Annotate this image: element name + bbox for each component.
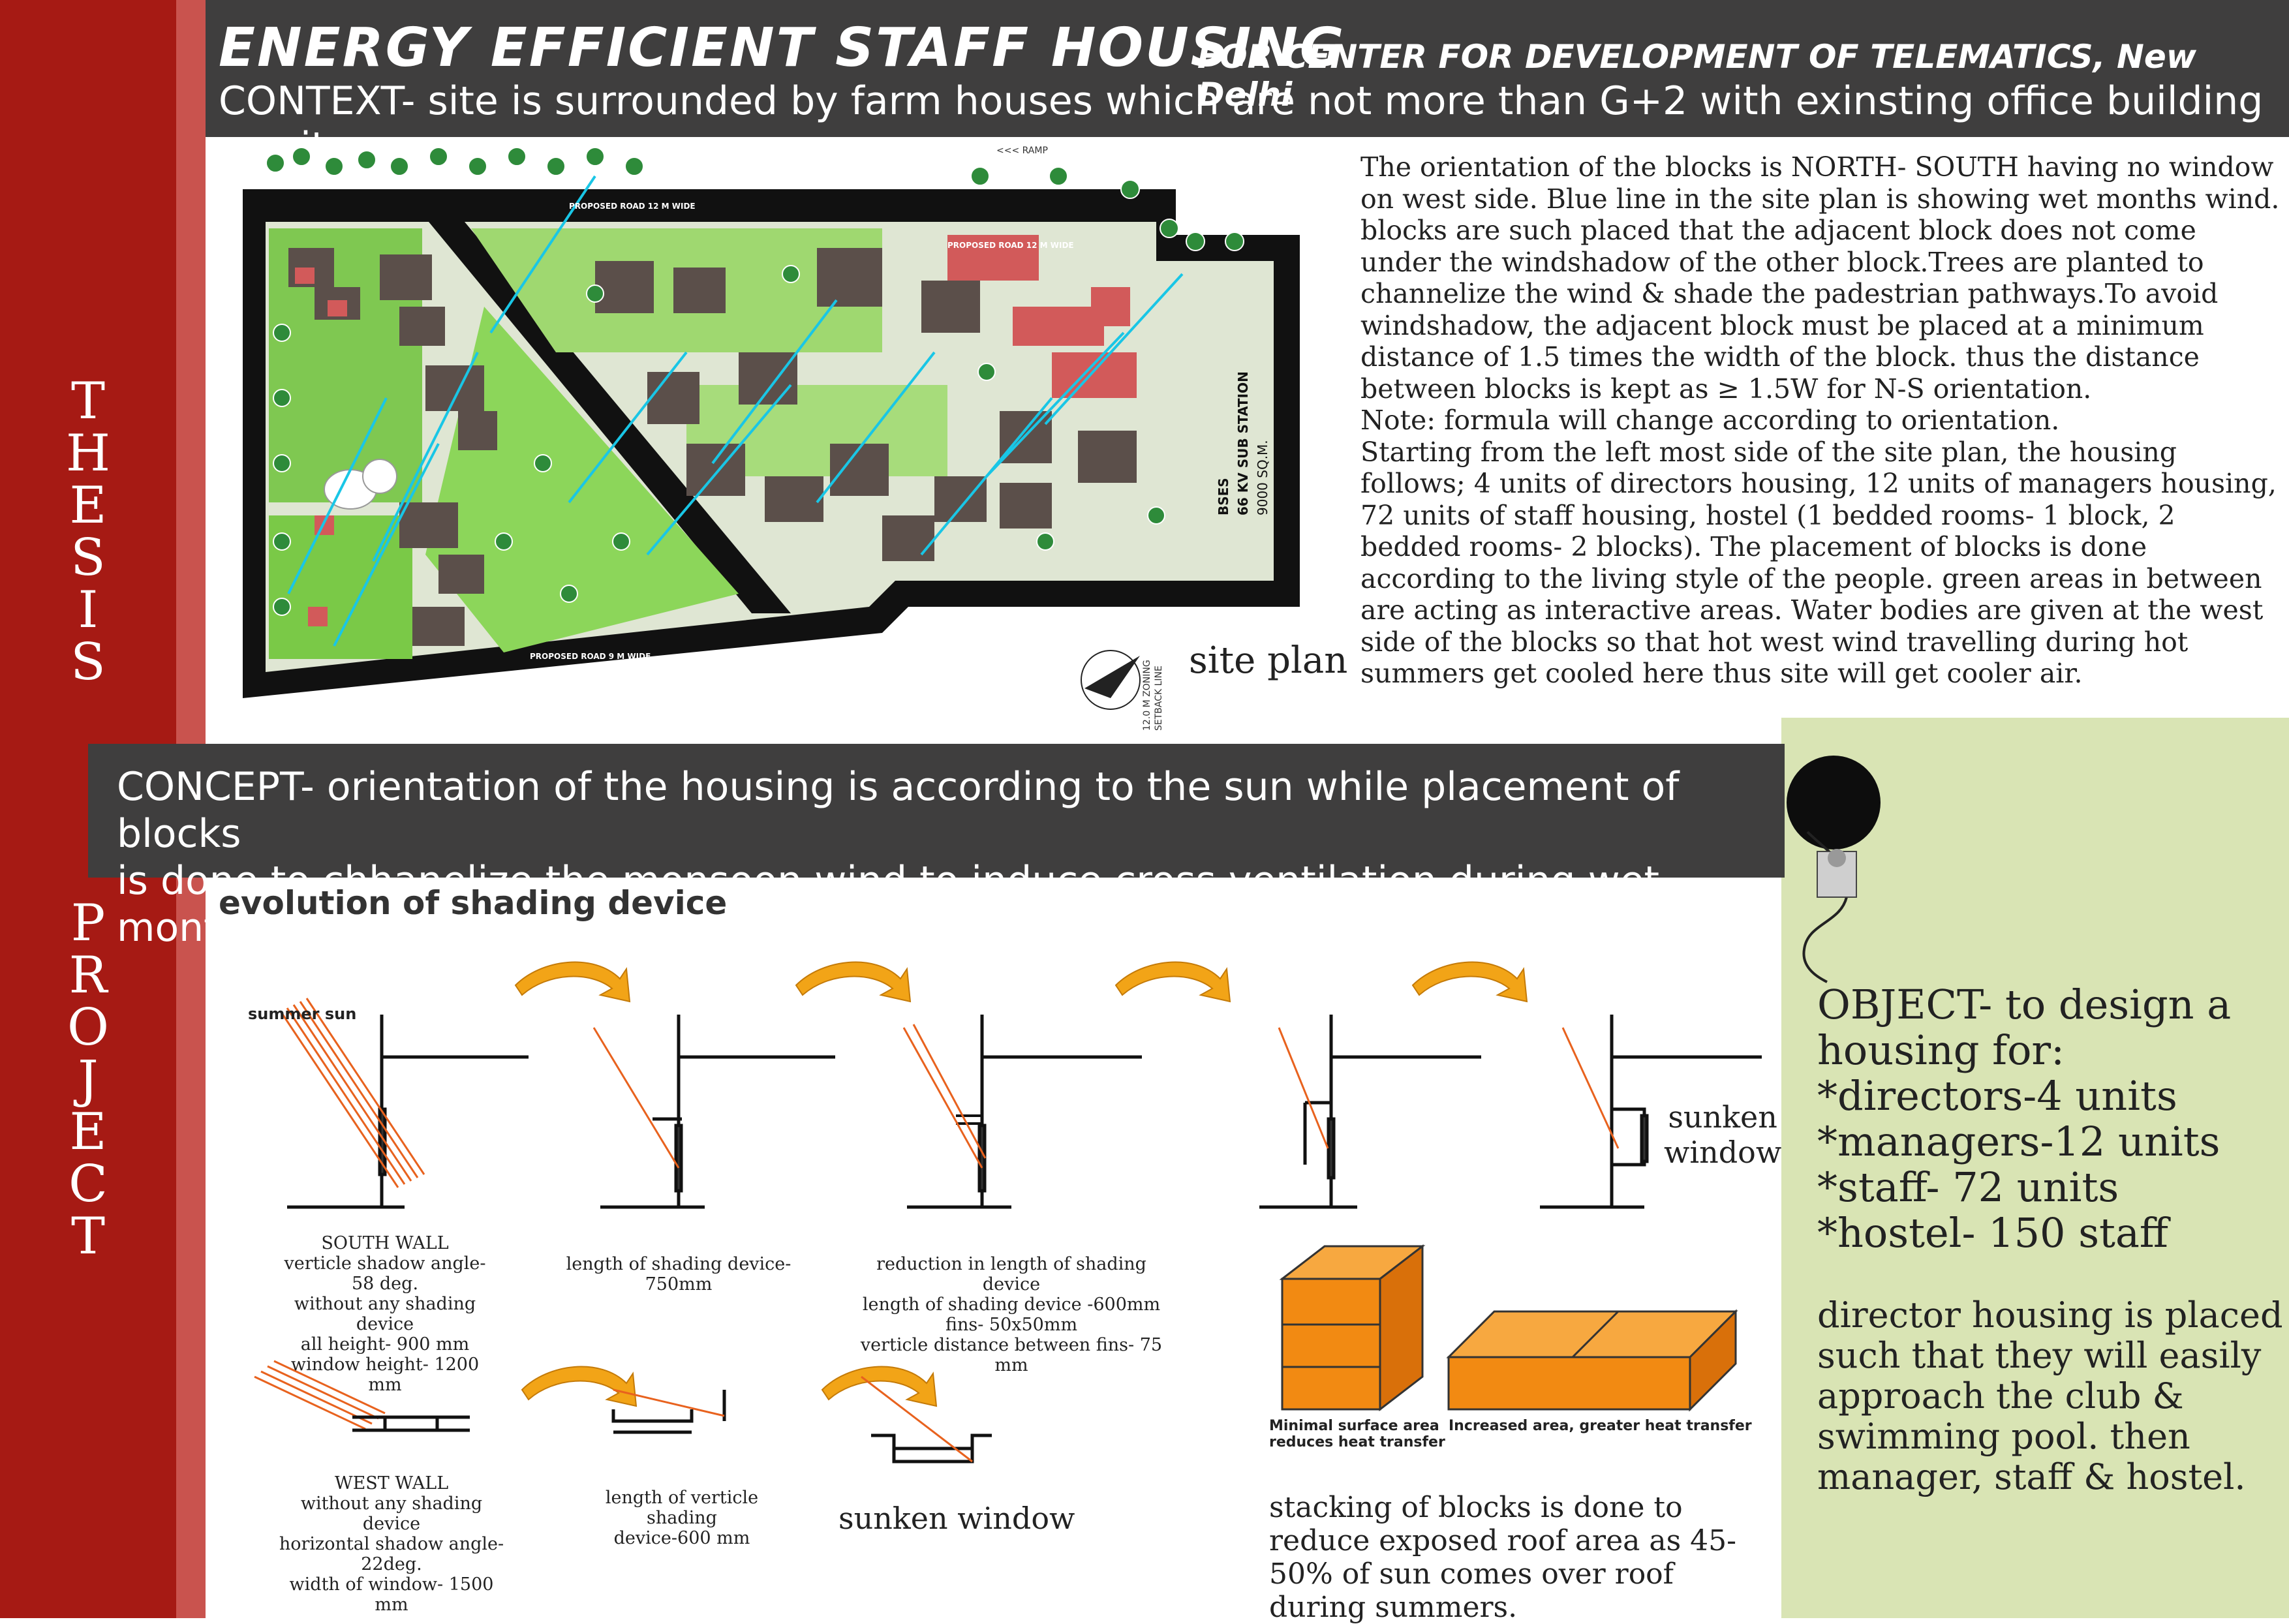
caption-step-3-line: fins- 50x50mm [945,1315,1078,1335]
object-panel [1781,718,2289,1618]
box-label-minimal-line-2: reduces heat transfer [1269,1434,1445,1450]
stacking-note: stacking of blocks is done to reduce exp… [1269,1491,1736,1624]
caption-west-wall: WEST WALL without any shading device hor… [274,1473,509,1615]
ramp-label: <<< RAMP [996,146,1048,156]
caption-south-wall-line: SOUTH WALL [321,1233,449,1253]
caption-south-wall: SOUTH WALL verticle shadow angle-58 deg.… [281,1233,489,1395]
object-line: *hostel- 150 staff [1817,1209,2168,1257]
director-note: director housing is placed such that the… [1817,1295,2283,1497]
caption-south-wall-line: all height- 900 mm [300,1334,470,1355]
shading-evolution-diagram: summer sun [248,961,1762,1463]
site-description: The orientation of the blocks is NORTH- … [1360,151,2281,690]
project-letter: J [78,1050,99,1109]
caption-west-wall-line: WEST WALL [334,1473,449,1494]
caption-west-step-2-line: device-600 mm [613,1528,750,1548]
box-label-increased: Increased area, greater heat transfer [1449,1418,1752,1434]
caption-west-wall-line: without any shading device [300,1494,483,1534]
project-letter: O [67,998,109,1057]
caption-west-wall-line: width of window- 1500 mm [289,1574,494,1615]
project-letter: T [70,1207,106,1266]
thesis-letter: E [69,476,107,535]
north-arrow-icon [1081,650,1141,710]
sunken-window-label-line: window [1664,1135,1782,1170]
thesis-letter: S [70,633,106,692]
concept-line-2: is done to chhanelize the monsoon wind t… [117,858,1660,951]
sunken-window-label-2: sunken window [838,1501,1075,1536]
thesis-letter: I [78,581,99,639]
caption-south-wall-line: verticle shadow angle-58 deg. [284,1253,486,1294]
header-bar: ENERGY EFFICIENT STAFF HOUSING FOR CENTE… [206,0,2289,170]
caption-step-3: reduction in length of shading device le… [848,1254,1175,1375]
sunken-window-label-line: sunken [1668,1099,1777,1135]
caption-south-wall-line: without any shading device [294,1294,476,1334]
object-line: *managers-12 units [1817,1118,2220,1165]
project-letter: E [69,1103,107,1161]
zoning-label-1: 12.0 M ZONING [1142,660,1152,731]
project-letter: P [70,894,106,953]
caption-step-2: length of shading device- 750mm [561,1254,796,1295]
page-subtitle: FOR CENTER FOR DEVELOPMENT OF TELEMATICS… [1197,38,2197,114]
caption-step-2-line: length of shading device- 750mm [566,1254,791,1295]
context-text: CONTEXT- site is surrounded by farm hous… [219,78,2264,170]
site-plan-label: site plan [1189,639,1348,682]
caption-west-step-2-line: length of verticle shading [605,1488,759,1528]
project-letter: R [69,946,108,1005]
box-label-minimal: Minimal surface area reduces heat transf… [1269,1418,1445,1450]
caption-step-3-line: verticle distance between fins- 75 mm [860,1335,1163,1375]
project-letter: C [69,1155,108,1214]
concept-banner: CONCEPT- orientation of the housing is a… [88,744,1785,951]
caption-step-3-line: length of shading device -600mm [862,1295,1161,1315]
substation-label-3: 9000 SQ.M. [1255,440,1270,515]
site-description-text: The orientation of the blocks is NORTH- … [1360,151,2280,689]
concept-line-1: CONCEPT- orientation of the housing is a… [117,764,1680,857]
caption-south-wall-line: window height- 1200 mm [290,1355,480,1395]
road-label-top: PROPOSED ROAD 12 M WIDE [569,202,696,211]
object-line: *staff- 72 units [1817,1163,2119,1211]
substation-label-1: BSES [1216,478,1231,515]
object-line: housing for: [1817,1026,2065,1074]
caption-west-wall-line: horizontal shadow angle- 22deg. [279,1534,504,1574]
caption-west-step-2: length of verticle shading device-600 mm [577,1488,786,1548]
box-label-minimal-line-1: Minimal surface area [1269,1418,1439,1434]
object-line: *directors-4 units [1817,1072,2177,1120]
road-label-bottom: PROPOSED ROAD 9 M WIDE [530,652,651,661]
object-line: OBJECT- to design a [1817,981,2232,1028]
evolution-title: evolution of shading device [219,884,728,922]
page-title: ENERGY EFFICIENT STAFF HOUSING [219,17,1346,79]
summer-sun-label: summer sun [248,1005,356,1023]
zoning-label-2: SETBACK LINE [1154,666,1164,731]
site-plan-drawing: PROPOSED ROAD 12 M WIDE PROPOSED ROAD 12… [230,137,1349,737]
thesis-letter: H [65,424,111,483]
thesis-letter: T [70,372,106,431]
substation-label-2: 66 KV SUB STATION [1235,371,1251,515]
sketch-figure-icon [1787,756,1881,983]
caption-step-3-line: reduction in length of shading device [876,1254,1146,1295]
sunken-window-label: sunken window [1664,1099,1781,1170]
road-label-top-right: PROPOSED ROAD 12 M WIDE [947,241,1074,250]
concept-text: CONCEPT- orientation of the housing is a… [117,763,1785,951]
thesis-letter: S [70,529,106,587]
